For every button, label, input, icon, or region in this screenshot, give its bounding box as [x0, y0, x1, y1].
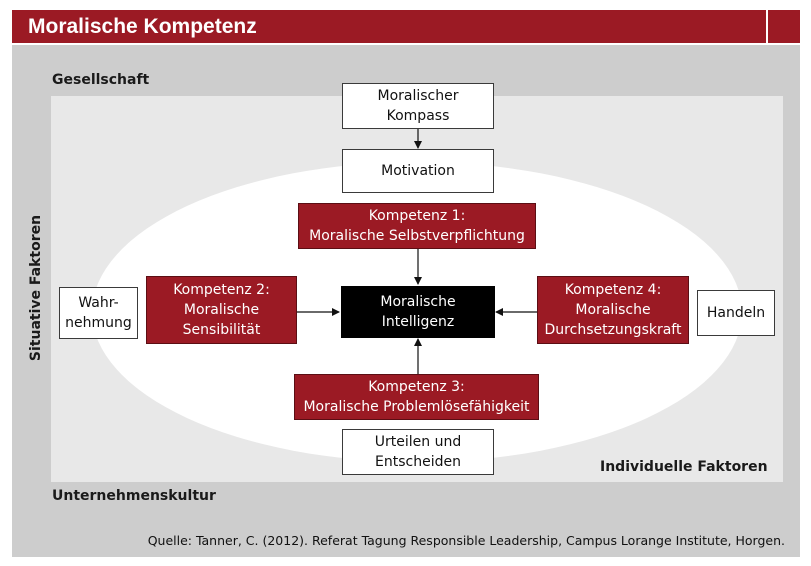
- motivation-box: Motivation: [342, 149, 494, 193]
- judging-deciding-box: Urteilen und Entscheiden: [342, 429, 494, 475]
- perception-box: Wahr- nehmung: [59, 287, 138, 339]
- page-title: Moralische Kompetenz: [12, 10, 766, 43]
- title-bar-end-block: [768, 10, 800, 43]
- company-culture-label: Unternehmenskultur: [52, 488, 216, 504]
- moral-compass-box: Moralischer Kompass: [342, 83, 494, 129]
- competence-2-box: Kompetenz 2: Moralische Sensibilität: [146, 276, 297, 344]
- moral-intelligence-box: Moralische Intelligenz: [341, 286, 495, 338]
- individual-factors-label: Individuelle Faktoren: [600, 459, 768, 475]
- competence-4-box: Kompetenz 4: Moralische Durchsetzungskra…: [537, 276, 689, 344]
- society-label: Gesellschaft: [52, 72, 150, 88]
- source-citation: Quelle: Tanner, C. (2012). Referat Tagun…: [147, 533, 785, 548]
- competence-3-box: Kompetenz 3: Moralische Problemlösefähig…: [294, 374, 539, 420]
- competence-1-box: Kompetenz 1: Moralische Selbstverpflicht…: [298, 203, 536, 249]
- action-box: Handeln: [697, 290, 775, 336]
